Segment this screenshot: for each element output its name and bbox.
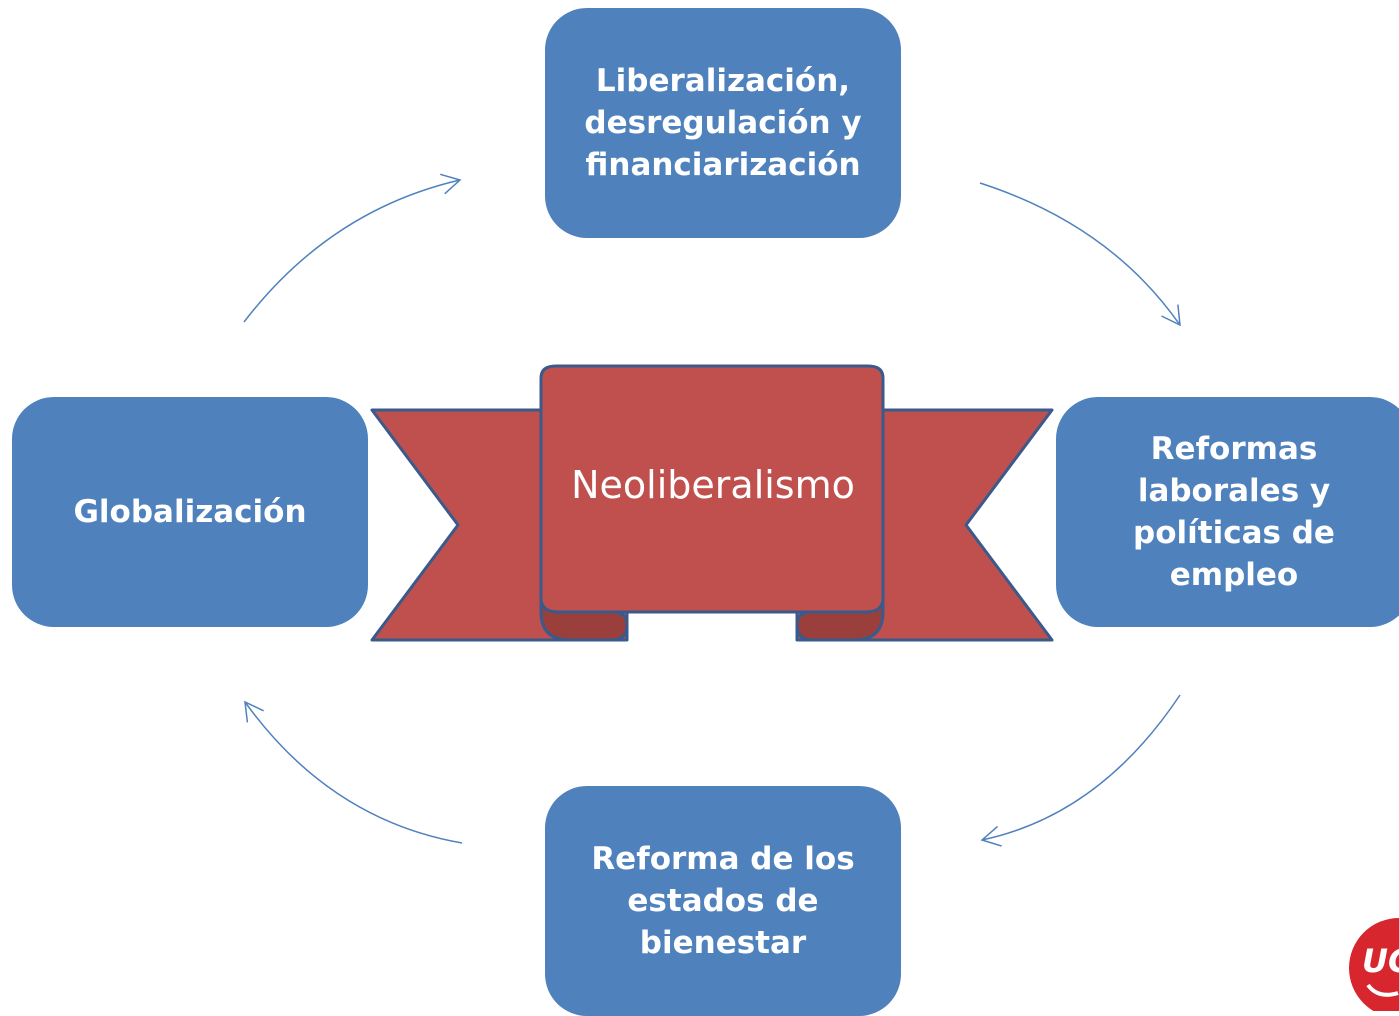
arrow-top-to-right bbox=[979, 182, 1181, 327]
arrow-left-to-top bbox=[243, 173, 462, 323]
arrow-bottom-to-left bbox=[244, 700, 463, 844]
arrow-right-to-bottom bbox=[980, 694, 1181, 847]
ribbon-front-panel bbox=[539, 364, 885, 614]
node-reforma-estados: Reforma de los estados de bienestar bbox=[545, 786, 901, 1016]
node-globalizacion: Globalización bbox=[12, 397, 368, 627]
svg-text:UGT: UGT bbox=[1362, 942, 1399, 980]
center-label: Neoliberalismo bbox=[571, 463, 855, 507]
node-reformas-laborales: Reformas laborales y políticas de empleo bbox=[1056, 397, 1399, 627]
node-liberalizacion: Liberalización, desregulación y financia… bbox=[545, 8, 901, 238]
